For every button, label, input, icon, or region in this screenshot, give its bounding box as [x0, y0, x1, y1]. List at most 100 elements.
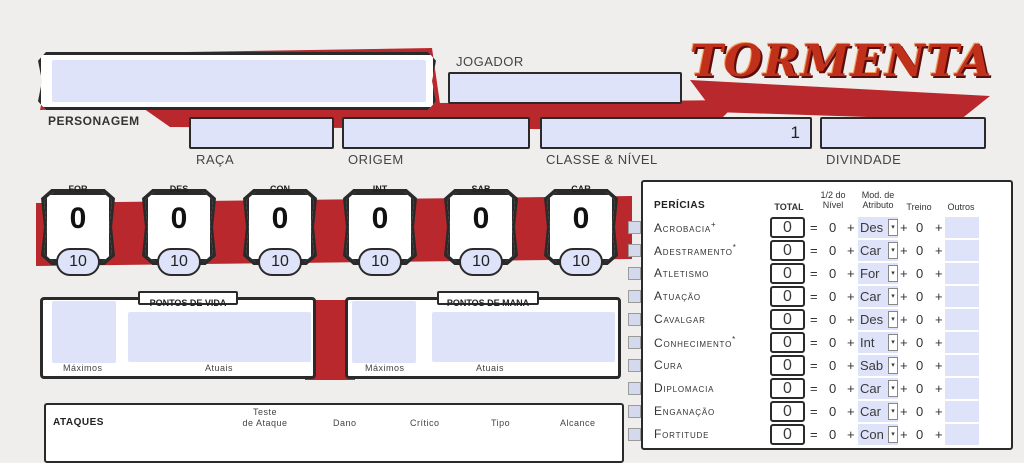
skill-total-field[interactable]: 0 [770, 309, 805, 330]
ataques-tipo-label: Tipo [491, 418, 511, 428]
skill-outros-field[interactable] [945, 309, 979, 330]
skill-trained-checkbox[interactable] [628, 382, 641, 395]
attr-red-band [36, 196, 632, 266]
skill-trained-checkbox[interactable] [628, 313, 641, 326]
skill-attr-select[interactable]: Des ▾ [858, 217, 898, 238]
skill-attr-select[interactable]: Car ▾ [858, 240, 898, 261]
skill-trained-checkbox[interactable] [628, 267, 641, 280]
raca-field[interactable] [189, 117, 334, 149]
skill-total-field[interactable]: 0 [770, 240, 805, 261]
attr-score-field[interactable]: 10 [459, 248, 503, 276]
skill-sup: * [732, 335, 737, 344]
pm-max-label: Máximos [365, 363, 405, 373]
skill-attr-select[interactable]: Des ▾ [858, 309, 898, 330]
skill-total-field[interactable]: 0 [770, 286, 805, 307]
skill-name: Conhecimento* [654, 335, 736, 350]
skill-attr-select[interactable]: Con▾ [858, 424, 898, 445]
attr-sab: SAB 0 10 [443, 184, 519, 280]
skill-attr-select[interactable]: For▾ [858, 263, 898, 284]
chevron-down-icon[interactable]: ▾ [888, 403, 898, 420]
chevron-down-icon[interactable]: ▾ [888, 357, 898, 374]
skill-sup: + [711, 220, 717, 229]
pm-cur-field[interactable] [432, 312, 615, 362]
pm-max-field[interactable] [352, 301, 416, 363]
origem-field[interactable] [342, 117, 530, 149]
attr-name: CAR [571, 184, 591, 194]
plus-sign: + [900, 381, 908, 396]
chevron-down-icon[interactable]: ▾ [888, 426, 898, 443]
attr-score-field[interactable]: 10 [358, 248, 402, 276]
skill-total-field[interactable]: 0 [770, 217, 805, 238]
skill-name-text: Diplomacia [654, 381, 715, 395]
skill-attr-select[interactable]: Car▾ [858, 286, 898, 307]
skill-row-acrobacia: Acrobacia+ 0 = 0 + Des▾ + 0 + [628, 216, 1015, 238]
skill-trained-checkbox[interactable] [628, 221, 641, 234]
skill-trained-checkbox[interactable] [628, 428, 641, 441]
equals-sign: = [810, 312, 818, 327]
attr-score-field[interactable]: 10 [157, 248, 201, 276]
skill-total-field[interactable]: 0 [770, 424, 805, 445]
ataques-teste-label: Teste de Ataque [242, 407, 288, 428]
pv-max-label: Máximos [63, 363, 103, 373]
skill-total-field[interactable]: 0 [770, 378, 805, 399]
attr-name: CON [270, 184, 290, 194]
skill-total-field[interactable]: 0 [770, 332, 805, 353]
chevron-down-icon[interactable]: ▾ [888, 334, 898, 351]
chevron-down-icon[interactable]: ▾ [888, 311, 898, 328]
skill-attr-value: Car [860, 404, 881, 419]
skill-trained-checkbox[interactable] [628, 359, 641, 372]
skill-outros-field[interactable] [945, 217, 979, 238]
skill-outros-field[interactable] [945, 263, 979, 284]
attr-mod: 0 [572, 202, 590, 235]
skill-trained-checkbox[interactable] [628, 290, 641, 303]
ataques-panel [44, 403, 624, 463]
equals-sign: = [810, 220, 818, 235]
attr-mod: 0 [472, 202, 490, 235]
classe-field[interactable]: 1 [540, 117, 812, 149]
skill-name: Diplomacia [654, 381, 714, 395]
skill-trained-checkbox[interactable] [628, 244, 641, 257]
skill-outros-field[interactable] [945, 332, 979, 353]
skill-outros-field[interactable] [945, 401, 979, 422]
skill-attr-select[interactable]: Sab▾ [858, 355, 898, 376]
divindade-field[interactable] [820, 117, 986, 149]
equals-sign: = [810, 381, 818, 396]
skill-outros-field[interactable] [945, 378, 979, 399]
skill-attr-select[interactable]: Car▾ [858, 378, 898, 399]
chevron-down-icon[interactable]: ▾ [888, 288, 898, 305]
personagem-field[interactable] [52, 60, 426, 102]
skill-name-text: Conhecimento [654, 336, 733, 350]
skill-total-field[interactable]: 0 [770, 263, 805, 284]
chevron-down-icon[interactable]: ▾ [888, 265, 898, 282]
attr-score-field[interactable]: 10 [56, 248, 100, 276]
pv-max-field[interactable] [52, 301, 116, 363]
skill-row-cavalgar: Cavalgar 0 = 0 + Des▾ + 0 + [628, 308, 1015, 330]
pericias-title: PERÍCIAS [654, 200, 706, 211]
treino-value: 0 [916, 266, 924, 281]
pv-cur-field[interactable] [128, 312, 311, 362]
skill-trained-checkbox[interactable] [628, 405, 641, 418]
skill-outros-field[interactable] [945, 240, 979, 261]
skill-attr-select[interactable]: Int▾ [858, 332, 898, 353]
skill-attr-value: Car [860, 243, 881, 258]
treino-value: 0 [916, 243, 924, 258]
skill-trained-checkbox[interactable] [628, 336, 641, 349]
skill-name: Fortitude [654, 427, 709, 441]
chevron-down-icon[interactable]: ▾ [888, 219, 898, 236]
treino-value: 0 [916, 335, 924, 350]
plus-sign: + [900, 289, 908, 304]
skill-outros-field[interactable] [945, 424, 979, 445]
skill-row-enganacao: Enganação 0 = 0 + Car▾ + 0 + [628, 400, 1015, 422]
jogador-field[interactable] [448, 72, 682, 104]
chevron-down-icon[interactable]: ▾ [888, 242, 898, 259]
skill-total-field[interactable]: 0 [770, 401, 805, 422]
skill-attr-value: Des [860, 220, 884, 235]
skill-total-field[interactable]: 0 [770, 355, 805, 376]
skill-outros-field[interactable] [945, 286, 979, 307]
attr-score-field[interactable]: 10 [258, 248, 302, 276]
skill-attr-select[interactable]: Car ▾ [858, 401, 898, 422]
skill-outros-field[interactable] [945, 355, 979, 376]
skill-attr-value: Des [860, 312, 884, 327]
chevron-down-icon[interactable]: ▾ [888, 380, 898, 397]
attr-score-field[interactable]: 10 [559, 248, 603, 276]
